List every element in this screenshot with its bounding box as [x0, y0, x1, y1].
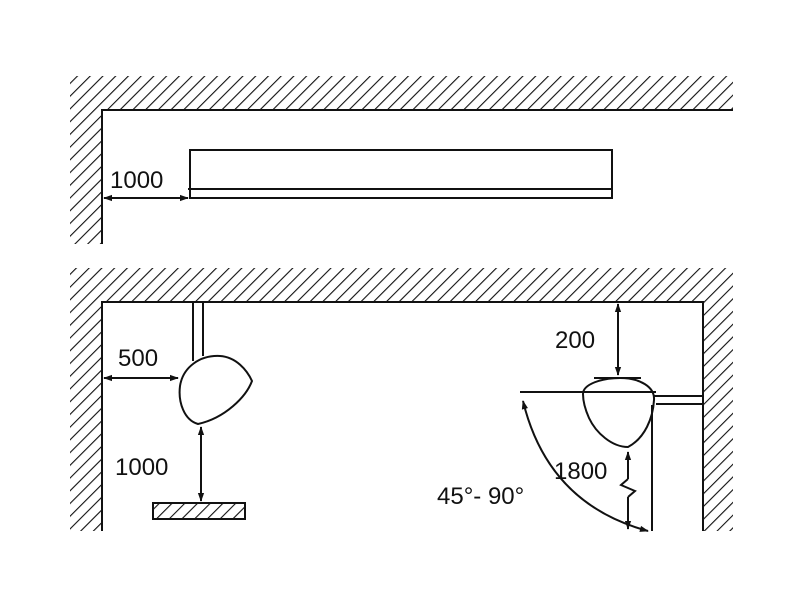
angle-arc-arrow: [521, 400, 649, 532]
reference-surface: [152, 502, 246, 520]
wall-distance-label: 1000: [110, 167, 163, 194]
side-view: 500 1000 200 45°- 90° 1800: [70, 268, 733, 532]
side-ceiling-hatch: [70, 268, 733, 302]
dimension-break-symbol: [619, 478, 637, 498]
top-left-wall-hatch: [70, 76, 102, 244]
ceiling-distance-label: 200: [555, 327, 595, 354]
left-heater-body: [178, 354, 254, 426]
side-right-wall-hatch: [703, 268, 733, 531]
right-heater-body: [581, 376, 656, 449]
side-view-walls: [70, 268, 733, 531]
top-ceiling-hatch: [70, 76, 733, 110]
top-wall-face: [101, 109, 733, 244]
right-heater-assembly: 200 45°- 90° 1800: [437, 303, 703, 532]
top-view-wall: [70, 76, 733, 244]
angle-label: 45°- 90°: [437, 483, 524, 510]
right-height-label: 1800: [554, 458, 607, 485]
heater-top-outline: [189, 149, 613, 199]
left-heater-assembly: 500 1000: [103, 302, 254, 520]
side-left-wall-hatch: [70, 268, 102, 531]
left-height-label: 1000: [115, 454, 168, 481]
left-wall-distance-label: 500: [118, 345, 158, 372]
top-view: 1000: [70, 76, 733, 244]
side-wall-face: [101, 301, 704, 531]
